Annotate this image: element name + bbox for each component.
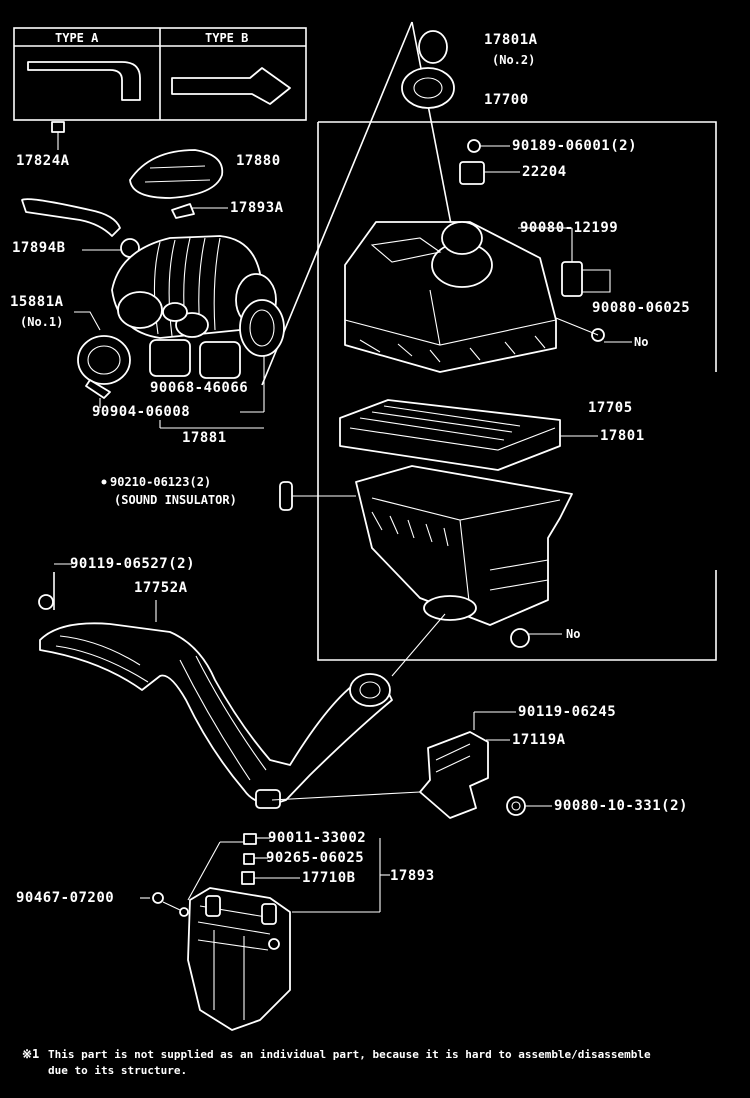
label-17801a: 17801A	[484, 32, 538, 48]
label-15881a: 15881A	[10, 294, 64, 310]
resonator-17893	[187, 887, 291, 1031]
clamp-15881a	[77, 335, 131, 385]
label-90080-10: 90080-10-331(2)	[554, 798, 688, 814]
label-17893a: 17893A	[230, 200, 284, 216]
label-no-mid: No	[566, 627, 580, 641]
footnote-line2: due to its structure.	[48, 1064, 187, 1077]
label-17824a: 17824A	[16, 153, 70, 169]
type-b-hose-shape	[171, 67, 291, 105]
label-no-right: No	[634, 335, 648, 349]
inset-type-b-label: TYPE B	[205, 31, 248, 45]
label-90904: 90904-06008	[92, 404, 190, 420]
air-cleaner-cap	[344, 221, 557, 373]
air-cleaner-case	[355, 465, 573, 626]
label-17881: 17881	[182, 430, 227, 446]
label-90080-12199: 90080-12199	[520, 220, 618, 236]
footnote-mark: ※1	[22, 1047, 39, 1061]
label-90119-top: 90119-06527(2)	[70, 556, 195, 572]
label-17119a: 17119A	[512, 732, 566, 748]
footnote-line1: This part is not supplied as an individu…	[48, 1048, 651, 1061]
label-90080-06025: 90080-06025	[592, 300, 690, 316]
label-15881a-sub: (No.1)	[20, 315, 63, 329]
intake-hose-assembly	[111, 235, 285, 357]
intake-duct-17752a	[39, 622, 393, 809]
label-90210-sub: (SOUND INSULATOR)	[114, 493, 237, 507]
label-17705: 17705	[588, 400, 633, 416]
bracket-17119a	[419, 731, 489, 819]
resonator-17880	[129, 149, 224, 199]
label-22204: 22204	[522, 164, 567, 180]
label-17700: 17700	[484, 92, 529, 108]
upper-assembly-frame	[318, 121, 717, 372]
label-90210: 90210-06123(2)	[110, 475, 211, 489]
label-17801: 17801	[600, 428, 645, 444]
hose-17824a	[21, 198, 121, 237]
label-90189: 90189-06001(2)	[512, 138, 637, 154]
label-90265: 90265-06025	[266, 850, 364, 866]
cap-17801a	[401, 30, 455, 109]
label-90011: 90011-33002	[268, 830, 366, 846]
label-17880: 17880	[236, 153, 281, 169]
label-17752a: 17752A	[134, 580, 188, 596]
inset-box: TYPE A TYPE B	[13, 27, 307, 121]
label-17710b: 17710B	[302, 870, 356, 886]
label-17894b: 17894B	[12, 240, 66, 256]
type-a-hose-shape	[27, 61, 141, 101]
label-90119-mid: 90119-06245	[518, 704, 616, 720]
label-17893: 17893	[390, 868, 435, 884]
label-90068: 90068-46066	[150, 380, 248, 396]
label-90467: 90467-07200	[16, 890, 114, 906]
label-17801a-sub: (No.2)	[492, 53, 535, 67]
inset-type-a-label: TYPE A	[55, 31, 99, 45]
air-filter-element	[339, 399, 561, 471]
